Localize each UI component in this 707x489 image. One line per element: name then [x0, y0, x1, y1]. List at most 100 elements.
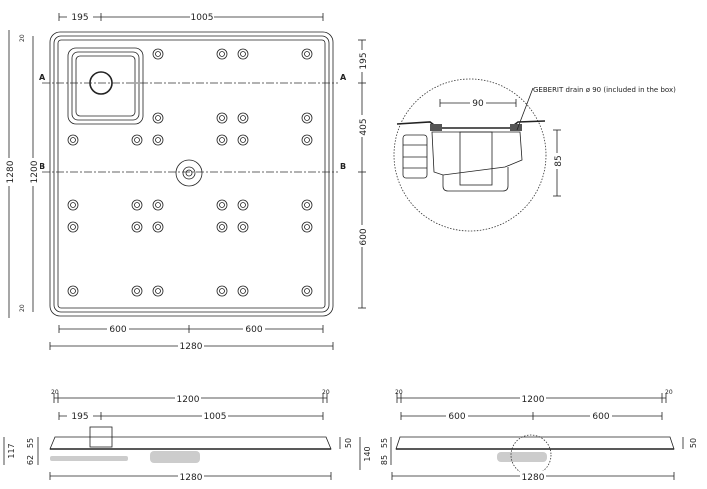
support-foot	[304, 288, 310, 294]
support-foot	[131, 285, 143, 297]
support-foot	[304, 224, 310, 230]
dim-label: 1280	[180, 473, 203, 483]
dim-label: 20	[19, 304, 26, 312]
dim-label: 85	[554, 155, 564, 166]
dim-label: 50	[344, 438, 353, 448]
drain-trap	[442, 167, 509, 192]
support-foot	[301, 221, 313, 233]
support-foot	[237, 199, 249, 211]
dim-label: 1280	[6, 160, 16, 183]
support-foot	[70, 288, 76, 294]
dim-label: 600	[359, 228, 369, 245]
dim-label: 1005	[191, 13, 214, 23]
dim-label: 117	[7, 443, 16, 458]
support-foot	[216, 199, 228, 211]
support-foot	[216, 285, 228, 297]
drain-base	[50, 456, 128, 461]
drain-pipe	[497, 452, 547, 462]
support-foot	[237, 221, 249, 233]
detail-circle	[393, 78, 547, 232]
support-foot	[155, 137, 161, 143]
support-foot	[301, 199, 313, 211]
support-foot	[304, 115, 310, 121]
support-foot	[67, 221, 79, 233]
support-foot	[134, 224, 140, 230]
support-foot	[152, 48, 164, 60]
support-foot	[152, 112, 164, 124]
drain-body	[431, 131, 523, 176]
corner-basin-inner	[71, 51, 140, 121]
support-foot	[67, 285, 79, 297]
dim-label: 600	[109, 325, 126, 335]
dim-label: 55	[380, 438, 389, 448]
support-foot	[216, 112, 228, 124]
dim-label: 600	[592, 412, 609, 422]
support-foot	[67, 199, 79, 211]
support-foot	[304, 51, 310, 57]
support-foot	[134, 288, 140, 294]
central-drain-core	[185, 169, 193, 177]
support-foot	[240, 115, 246, 121]
dim-label: 1200	[30, 160, 40, 183]
dim-label: 1005	[204, 412, 227, 422]
support-foot	[219, 288, 225, 294]
support-foot	[155, 224, 161, 230]
support-foot	[152, 221, 164, 233]
drain-assembly	[89, 426, 113, 448]
dim-label: 195	[71, 13, 88, 23]
support-foot	[152, 285, 164, 297]
dim-label: 55	[26, 438, 35, 448]
central-drain-ring	[182, 166, 196, 180]
support-foot	[67, 134, 79, 146]
support-foot	[219, 51, 225, 57]
tray-rim	[53, 35, 330, 313]
section-label: A	[340, 73, 347, 82]
dim-label: 195	[71, 412, 88, 422]
drain-outlet-nut	[402, 134, 428, 179]
dim-label: 1280	[522, 473, 545, 483]
dim-label: 90	[472, 99, 484, 109]
support-foot	[219, 202, 225, 208]
support-foot	[131, 221, 143, 233]
section-a: 20 1200 20 195 1005 1280 117 55 62 50	[3, 389, 353, 483]
support-foot	[134, 202, 140, 208]
support-foot	[219, 137, 225, 143]
dim-label: 20	[665, 389, 673, 396]
callout-leader	[516, 87, 534, 131]
drain-callout: GEBERIT drain ø 90 (included in the box)	[533, 86, 676, 94]
support-foot	[240, 288, 246, 294]
support-foot	[216, 134, 228, 146]
corner-basin	[67, 47, 144, 125]
drain-detail: 90 85 GEBERIT drain ø 90 (included in th…	[393, 78, 676, 232]
support-foot	[155, 202, 161, 208]
support-foot	[240, 51, 246, 57]
support-foot	[155, 115, 161, 121]
support-feet	[67, 48, 313, 297]
support-foot	[155, 51, 161, 57]
support-foot	[70, 224, 76, 230]
dim-label: 1200	[522, 395, 545, 405]
support-foot	[240, 224, 246, 230]
dim-label: 1280	[180, 342, 203, 352]
dim-label: 20	[51, 389, 59, 396]
support-foot	[131, 199, 143, 211]
support-foot	[237, 285, 249, 297]
support-foot	[216, 48, 228, 60]
drain-seal	[430, 124, 442, 131]
section-b: 20 1200 20 600 600 1280 140 55 85 50	[359, 389, 698, 483]
support-foot	[301, 112, 313, 124]
support-foot	[152, 199, 164, 211]
section-label: B	[340, 162, 346, 171]
support-foot	[216, 221, 228, 233]
support-foot	[301, 48, 313, 60]
support-foot	[219, 224, 225, 230]
dim-label: 85	[380, 455, 389, 465]
central-drain	[175, 159, 203, 187]
drain-seal	[510, 124, 522, 131]
support-foot	[304, 202, 310, 208]
dim-label: 20	[322, 389, 330, 396]
support-foot	[240, 202, 246, 208]
tray-profile	[395, 436, 675, 450]
section-label: A	[39, 73, 46, 82]
